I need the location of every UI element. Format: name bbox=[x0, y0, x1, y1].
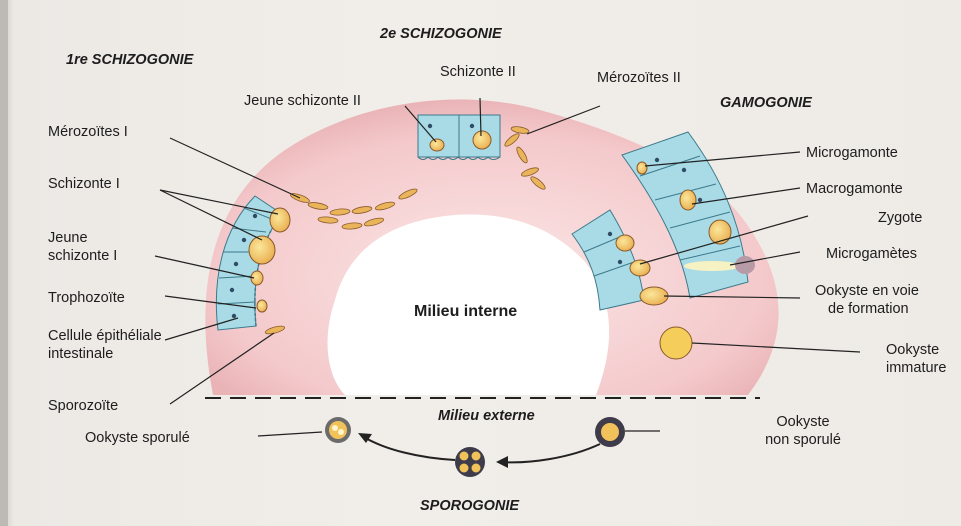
label-macrogamonte: Macrogamonte bbox=[806, 181, 903, 198]
label-zygote: Zygote bbox=[878, 210, 922, 227]
label-cellule-epitheliale-line2: intestinale bbox=[48, 346, 113, 363]
label-ookyste-non-sporule-line1: Ookyste bbox=[748, 414, 858, 431]
label-ookyste-formation-line1: Ookyste en voie bbox=[815, 283, 919, 300]
header-schizogonie-1: 1re SCHIZOGONIE bbox=[66, 52, 193, 69]
label-merozoites-2: Mérozoïtes II bbox=[597, 70, 681, 87]
label-microgametes: Microgamètes bbox=[826, 246, 917, 263]
label-ookyste-non-sporule-line2: non sporulé bbox=[748, 432, 858, 449]
header-gamogonie: GAMOGONIE bbox=[720, 95, 812, 112]
label-jeune-schizonte-1-line2: schizonte I bbox=[48, 248, 117, 265]
zone-milieu-externe: Milieu externe bbox=[438, 408, 535, 425]
label-jeune-schizonte-1-line1: Jeune bbox=[48, 230, 88, 247]
label-cellule-epitheliale-line1: Cellule épithéliale bbox=[48, 328, 162, 345]
label-ookyste-sporule: Ookyste sporulé bbox=[85, 430, 190, 447]
label-microgamonte: Microgamonte bbox=[806, 145, 898, 162]
label-ookyste-immature-line2: immature bbox=[886, 360, 946, 377]
label-ookyste-immature-line1: Ookyste bbox=[886, 342, 939, 359]
label-merozoites-1: Mérozoïtes I bbox=[48, 124, 128, 141]
oocysts-external bbox=[325, 417, 625, 477]
label-sporozoite: Sporozoïte bbox=[48, 398, 118, 415]
label-ookyste-formation-line2: de formation bbox=[828, 301, 909, 318]
label-trophozoite: Trophozoïte bbox=[48, 290, 125, 307]
header-schizogonie-2: 2e SCHIZOGONIE bbox=[380, 26, 502, 43]
label-jeune-schizonte-2: Jeune schizonte II bbox=[244, 93, 361, 110]
header-sporogonie: SPOROGONIE bbox=[420, 498, 519, 515]
arrowheads bbox=[358, 433, 508, 468]
label-schizonte-1: Schizonte I bbox=[48, 176, 120, 193]
zone-milieu-interne: Milieu interne bbox=[414, 303, 517, 320]
label-schizonte-2: Schizonte II bbox=[440, 64, 516, 81]
